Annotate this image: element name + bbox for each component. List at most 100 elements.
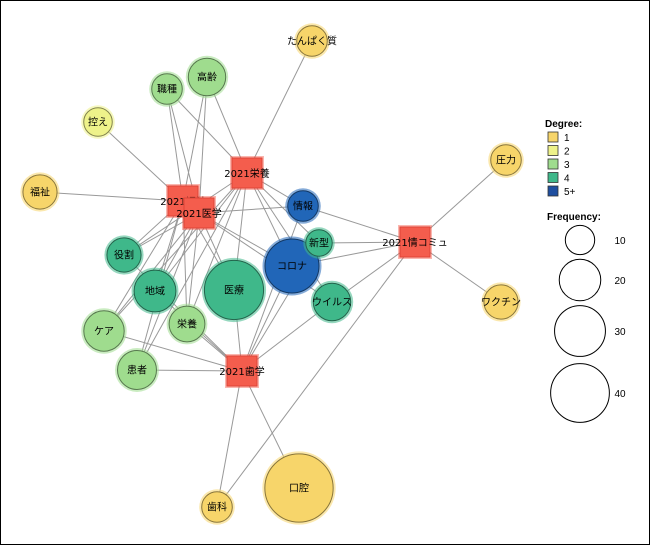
word-node-hikae[interactable]: 控え xyxy=(81,105,115,139)
corpus-node-igaku[interactable]: 2021医学 xyxy=(176,196,222,230)
word-node-circle xyxy=(22,174,58,210)
word-node-koku[interactable]: 口腔 xyxy=(262,451,336,525)
word-node-shika[interactable]: 歯科 xyxy=(199,489,235,525)
word-node-label: 控え xyxy=(88,116,108,129)
degree-legend-swatch xyxy=(547,185,559,197)
word-node-circle xyxy=(187,57,227,97)
corpus-node-square xyxy=(399,226,431,258)
edge-c_eiyo-w_eiyo xyxy=(186,172,248,325)
corpus-node-square xyxy=(231,157,263,189)
word-node-circle xyxy=(483,284,519,320)
degree-legend-label: 5+ xyxy=(564,187,576,198)
word-node-shingata[interactable]: 新型 xyxy=(303,227,335,259)
word-node-care[interactable]: ケア xyxy=(81,308,127,354)
word-node-circle xyxy=(264,238,320,294)
edge-c_shika-w_shika xyxy=(216,370,243,508)
word-node-label: 役割 xyxy=(114,249,134,262)
word-node-label: コロナ xyxy=(277,261,307,273)
frequency-legend-title: Frequency: xyxy=(547,212,601,223)
word-node-label: 高齢 xyxy=(197,71,217,84)
word-node-joho[interactable]: 情報 xyxy=(285,188,321,224)
frequency-legend-label: 40 xyxy=(614,389,626,400)
word-node-vaccine[interactable]: ワクチン xyxy=(481,282,521,322)
corpus-node-square xyxy=(226,355,258,387)
edge-c_igaku-w_korei xyxy=(198,76,208,214)
word-node-label: 福祉 xyxy=(30,186,50,199)
word-node-iryo[interactable]: 医療 xyxy=(201,257,267,323)
frequency-legend-label: 20 xyxy=(614,276,626,287)
word-node-yakuwari[interactable]: 役割 xyxy=(104,235,144,275)
word-node-eiyo[interactable]: 栄養 xyxy=(166,303,208,345)
word-node-circle xyxy=(490,144,522,176)
edge-c_shika-w_care xyxy=(103,330,243,372)
degree-legend-item: 4 xyxy=(547,172,570,185)
frequency-legend-label: 30 xyxy=(614,327,626,338)
word-node-korei[interactable]: 高齢 xyxy=(185,55,229,99)
degree-legend-title: Degree: xyxy=(545,119,582,130)
edge-c_eiyo-w_kanja xyxy=(136,172,248,371)
word-node-circle xyxy=(296,25,328,57)
word-node-circle xyxy=(83,310,125,352)
word-node-circle xyxy=(106,237,142,273)
frequency-legend-circle xyxy=(554,305,606,357)
word-node-circle xyxy=(117,350,157,390)
frequency-legend-item: 40 xyxy=(550,363,626,423)
degree-legend-label: 1 xyxy=(564,133,570,144)
frequency-legend-item: 10 xyxy=(564,224,626,256)
edge-c_joho-w_shingata xyxy=(318,241,416,244)
frequency-legend-circle xyxy=(558,258,602,302)
word-node-label: たんぱく質 xyxy=(287,35,337,48)
word-node-circle xyxy=(287,190,319,222)
corpus-node-joho[interactable]: 2021情コミュ xyxy=(382,225,448,259)
word-node-circle xyxy=(83,107,113,137)
word-node-shokushu[interactable]: 職種 xyxy=(149,71,185,107)
corpus-node-label: 2021歯学 xyxy=(219,365,264,378)
edge-c_shika-w_joho xyxy=(241,205,304,372)
edge-c_joho-w_joho xyxy=(302,205,416,243)
degree-legend-swatch xyxy=(547,172,559,183)
edge-c_eiyo-w_tanpaku xyxy=(246,40,313,174)
degree-legend-item: 2 xyxy=(547,145,570,158)
word-node-circle xyxy=(168,305,206,343)
word-node-circle xyxy=(203,259,265,321)
frequency-legend-item: 30 xyxy=(554,305,626,357)
degree-legend-label: 4 xyxy=(564,174,570,185)
corpus-node-shika[interactable]: 2021歯学 xyxy=(219,354,265,388)
word-node-label: ワクチン xyxy=(481,297,521,309)
word-node-virus[interactable]: ウイルス xyxy=(310,280,354,324)
word-node-circle xyxy=(264,453,334,523)
degree-legend-swatch xyxy=(547,158,559,170)
word-node-label: 地域 xyxy=(145,285,165,298)
word-node-fukusha[interactable]: 福祉 xyxy=(20,172,60,212)
word-node-label: ケア xyxy=(94,326,114,338)
edge-c_joho-w_shika xyxy=(216,241,416,508)
word-node-label: 職種 xyxy=(157,83,177,96)
word-node-label: 医療 xyxy=(224,284,244,297)
frequency-legend-item: 20 xyxy=(558,258,626,302)
word-node-chiiki[interactable]: 地域 xyxy=(131,267,179,315)
corpus-node-eiyo[interactable]: 2021栄養 xyxy=(224,156,270,190)
degree-legend-item: 1 xyxy=(547,131,570,144)
corpus-node-label: 2021医学 xyxy=(176,207,221,220)
degree-legend-item: 5+ xyxy=(547,185,576,198)
word-node-atsuryoku[interactable]: 圧力 xyxy=(488,142,524,178)
frequency-legend-items: 10 20 30 40 xyxy=(550,224,626,423)
corpus-node-label: 2021情コミュ xyxy=(382,236,447,249)
frequency-legend-circle xyxy=(564,224,596,256)
word-node-tanpaku[interactable]: たんぱく質 xyxy=(287,23,337,59)
word-node-label: 圧力 xyxy=(496,154,516,167)
word-node-kanja[interactable]: 患者 xyxy=(115,348,159,392)
degree-legend-label: 2 xyxy=(564,147,570,158)
degree-legend-swatch xyxy=(547,145,559,156)
edge-c_eiyo-w_care xyxy=(103,172,248,332)
degree-legend-swatch xyxy=(547,131,559,143)
word-node-circle xyxy=(133,269,177,313)
edge-c_fukushi-w_fukusha xyxy=(39,191,184,202)
edge-c_fukushi-w_shokushu xyxy=(166,88,184,202)
word-node-label: ウイルス xyxy=(312,297,352,309)
